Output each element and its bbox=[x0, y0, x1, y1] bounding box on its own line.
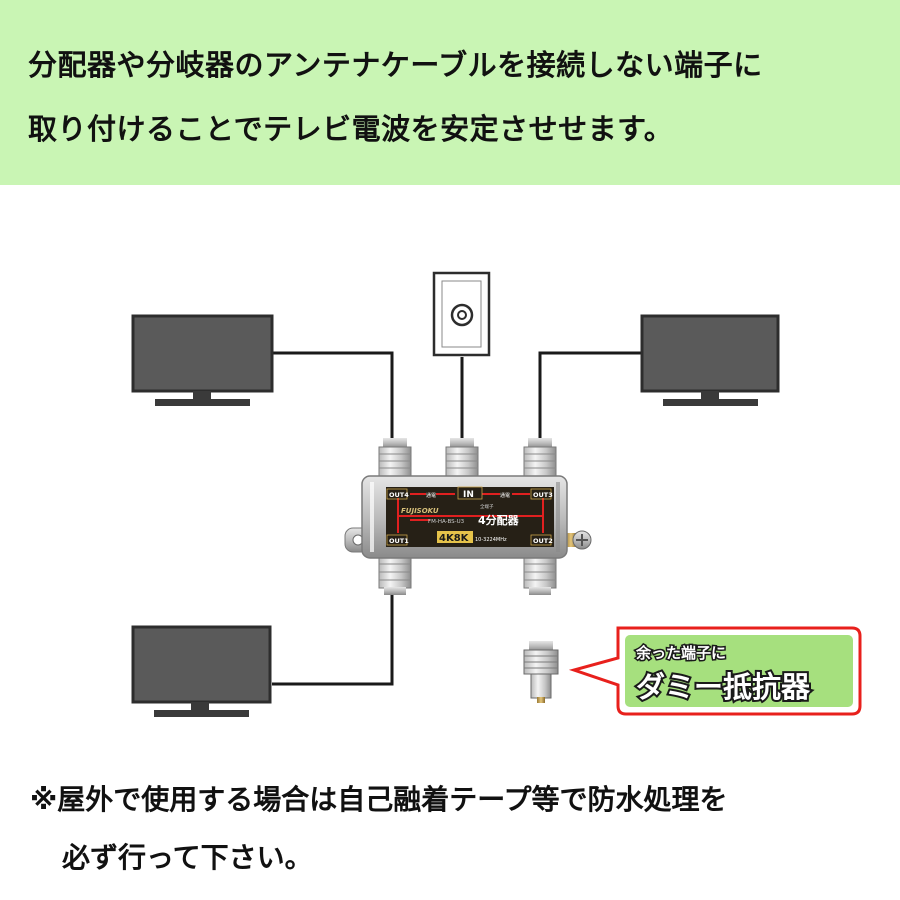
tv-stand-base bbox=[155, 399, 250, 406]
sub-label: 全端子 bbox=[480, 503, 494, 510]
callout-dummy-resistor: 余った端子に ダミー抵抗器 bbox=[568, 626, 862, 716]
header-banner bbox=[0, 0, 900, 185]
port-label-out4: OUT4 bbox=[389, 491, 409, 499]
port-label-out3: OUT3 bbox=[533, 491, 553, 499]
cable-tv-top-right bbox=[538, 351, 643, 448]
tv-screen bbox=[131, 625, 272, 704]
splitter-title: 4分配器 bbox=[478, 513, 520, 527]
port-label-in: IN bbox=[463, 490, 474, 500]
tv-stand-base bbox=[154, 710, 249, 717]
header-line-1: 分配器や分岐器のアンテナケーブルを接続しない端子に bbox=[28, 48, 763, 82]
tv-screen bbox=[131, 314, 274, 393]
connector-out3-top bbox=[523, 438, 557, 478]
tv-top-left bbox=[131, 314, 274, 406]
header-line-2: 取り付けることでテレビ電波を安定させせます。 bbox=[28, 112, 674, 146]
connector-out1-bottom bbox=[378, 555, 412, 595]
callout-line-1: 余った端子に bbox=[635, 644, 726, 662]
connector-out2-bottom bbox=[523, 555, 557, 595]
cable-tv-top-left bbox=[272, 351, 394, 448]
antenna-cables bbox=[272, 351, 643, 686]
note-line-2: 必ず行って下さい。 bbox=[62, 841, 313, 874]
tv-stand-neck bbox=[193, 391, 211, 400]
wall-antenna-outlet bbox=[432, 271, 491, 357]
connector-in-top bbox=[445, 438, 479, 478]
connection-diagram: OUT4 OUT3 OUT1 OUT2 IN 通電 通電 FUJISOKU 全端… bbox=[131, 271, 862, 717]
tv-bottom-left bbox=[131, 625, 272, 717]
pass-label-left: 通電 bbox=[426, 492, 436, 499]
four-way-splitter: OUT4 OUT3 OUT1 OUT2 IN 通電 通電 FUJISOKU 全端… bbox=[344, 438, 592, 595]
brand-logo: FUJISOKU bbox=[401, 507, 439, 515]
tv-top-right bbox=[640, 314, 780, 406]
tv-stand-neck bbox=[701, 391, 719, 400]
note-line-1: ※屋外で使用する場合は自己融着テープ等で防水処理を bbox=[30, 783, 728, 816]
tv-stand-base bbox=[663, 399, 758, 406]
ground-screw-icon bbox=[565, 530, 592, 550]
connector-out4-top bbox=[378, 438, 412, 478]
port-label-out2: OUT2 bbox=[533, 537, 553, 545]
tv-screen bbox=[640, 314, 780, 393]
pass-label-right: 通電 bbox=[500, 492, 510, 499]
port-label-out1: OUT1 bbox=[389, 537, 409, 545]
callout-line-2: ダミー抵抗器 bbox=[636, 670, 811, 704]
tv-stand-neck bbox=[191, 702, 209, 711]
signal-path-lines bbox=[397, 493, 544, 533]
badge-4k8k: 4K8K bbox=[439, 533, 470, 544]
frequency-range: 10-3224MHz bbox=[475, 537, 507, 543]
cable-tv-bottom-left bbox=[272, 588, 394, 686]
dummy-resistor bbox=[523, 641, 559, 703]
model-number: FM-HA-BS-U3 bbox=[428, 519, 465, 525]
